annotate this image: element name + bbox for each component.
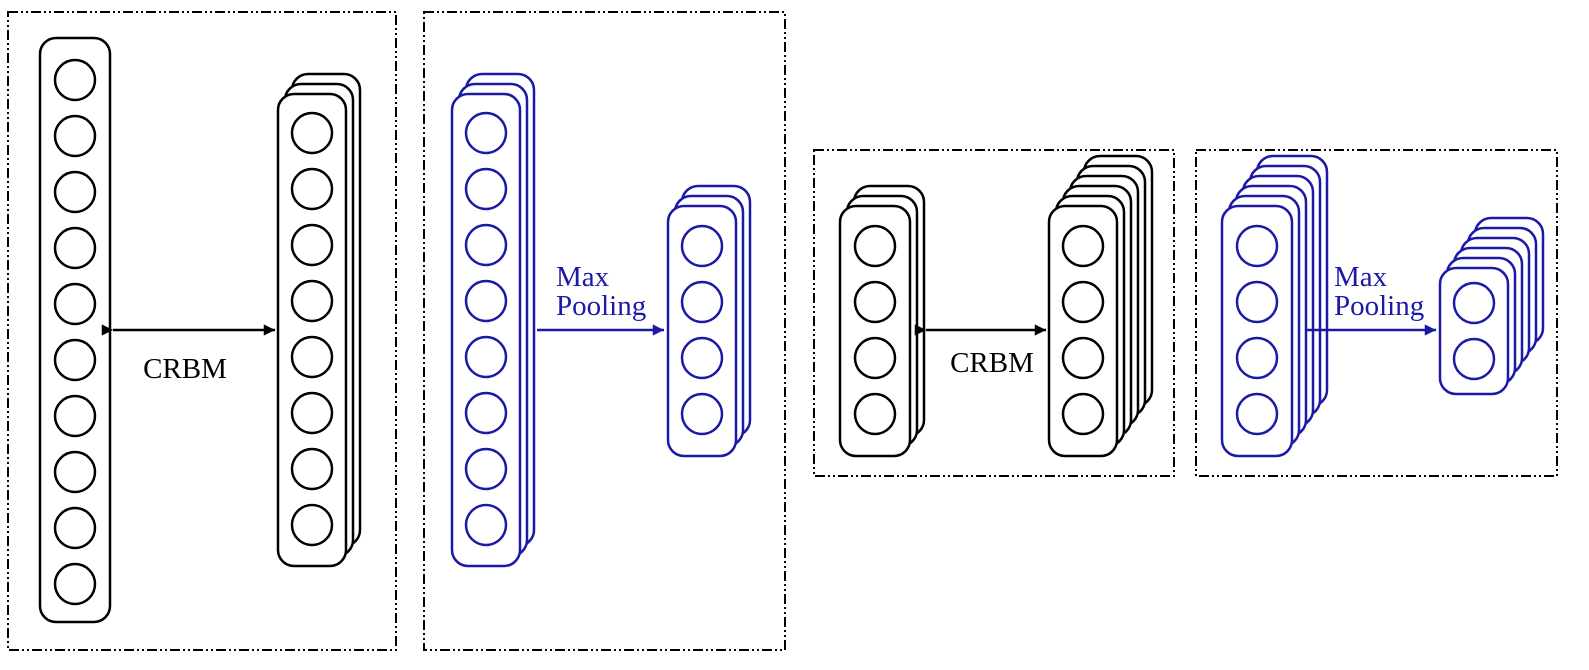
panel-frame <box>423 11 786 651</box>
unit-node <box>1235 224 1279 268</box>
panel-frame <box>1195 149 1558 477</box>
panel-frame <box>7 11 397 651</box>
unit-node <box>464 223 508 267</box>
unit-node <box>290 391 334 435</box>
unit-node <box>464 167 508 211</box>
unit-node <box>1061 336 1105 380</box>
unit-node <box>290 279 334 323</box>
panel-crbm-2: CRBM <box>813 149 1175 477</box>
unit-node <box>680 336 724 380</box>
unit-node <box>1452 281 1496 325</box>
unit-node <box>853 280 897 324</box>
unit-node <box>464 111 508 155</box>
unit-node <box>53 450 97 494</box>
layer-pool-output-1 <box>666 184 752 458</box>
label-line: Max <box>1334 261 1388 293</box>
layer-pool-input-1 <box>450 72 536 568</box>
panel-frame <box>813 149 1175 477</box>
unit-node <box>680 392 724 436</box>
layer-visible-1 <box>38 36 112 624</box>
feature-map-front <box>1220 204 1294 458</box>
feature-map-front <box>666 204 738 458</box>
unit-node <box>290 503 334 547</box>
layer-hidden-1 <box>276 72 362 568</box>
unit-node <box>680 280 724 324</box>
unit-node <box>53 338 97 382</box>
unit-node <box>290 111 334 155</box>
unit-node <box>464 391 508 435</box>
layer-pool-output-2 <box>1438 216 1545 396</box>
unit-node <box>53 562 97 606</box>
unit-node <box>853 392 897 436</box>
unit-node <box>1235 392 1279 436</box>
unit-node <box>1061 224 1105 268</box>
label-line: Pooling <box>556 290 646 322</box>
unit-node <box>53 58 97 102</box>
layer-pool-input-2 <box>1220 154 1329 458</box>
label-line: Max <box>556 261 610 293</box>
unit-node <box>1061 392 1105 436</box>
feature-map-front <box>1047 204 1119 458</box>
layer-hidden-2 <box>1047 154 1154 458</box>
unit-node <box>680 224 724 268</box>
unit-node <box>1235 280 1279 324</box>
unit-node <box>53 226 97 270</box>
feature-map-front <box>838 204 912 458</box>
unit-node <box>1452 337 1496 381</box>
label-line: Pooling <box>1334 290 1424 322</box>
unit-node <box>53 114 97 158</box>
panel-crbm-1: CRBM <box>7 11 397 651</box>
crbm-label-1: CRBM <box>143 353 227 385</box>
unit-node <box>464 503 508 547</box>
unit-node <box>1061 280 1105 324</box>
unit-node <box>290 335 334 379</box>
layer-visible-2 <box>838 184 926 458</box>
unit-node <box>853 224 897 268</box>
unit-node <box>1235 336 1279 380</box>
feature-map-front <box>450 92 522 568</box>
unit-node <box>464 279 508 323</box>
unit-node <box>290 167 334 211</box>
feature-map-front <box>276 92 348 568</box>
unit-node <box>53 170 97 214</box>
crbm-label-2: CRBM <box>950 347 1034 379</box>
unit-node <box>464 447 508 491</box>
unit-node <box>464 335 508 379</box>
unit-node <box>53 394 97 438</box>
unit-node <box>53 506 97 550</box>
unit-node <box>290 223 334 267</box>
unit-node <box>53 282 97 326</box>
unit-node <box>853 336 897 380</box>
unit-node <box>290 447 334 491</box>
